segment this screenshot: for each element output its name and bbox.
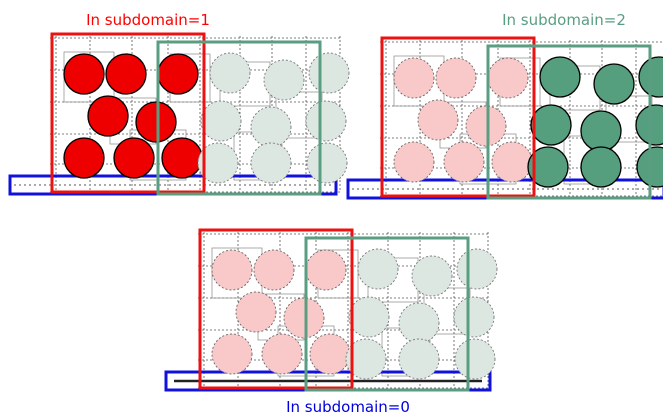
particle-red <box>435 57 477 99</box>
particle-green <box>454 338 496 380</box>
particle-green <box>580 146 622 188</box>
particle-green <box>530 104 572 146</box>
subdomain-1-box <box>198 228 354 390</box>
particle-green <box>357 248 399 290</box>
particle-red <box>105 53 147 95</box>
particle-green <box>250 142 292 184</box>
subdomain-2-box <box>486 44 652 200</box>
particle-red <box>135 101 177 143</box>
particle-green <box>305 100 347 142</box>
particle-red <box>63 137 105 179</box>
particle-red <box>161 137 203 179</box>
particle-red <box>443 141 485 183</box>
particle-green <box>306 142 348 184</box>
caption-subdomain-0: In subdomain=0 <box>286 398 410 416</box>
particle-red <box>309 333 351 375</box>
particle-red <box>211 333 253 375</box>
particle-red <box>465 105 507 147</box>
subdomain-1-box <box>380 36 536 198</box>
panel-subdomain-0 <box>164 228 498 392</box>
particle-green <box>200 100 242 142</box>
particle-red <box>393 141 435 183</box>
particle-red <box>63 53 105 95</box>
subdomain-1-box <box>50 32 206 194</box>
particle-green <box>250 106 292 148</box>
particle-red <box>283 297 325 339</box>
particle-green <box>527 146 569 188</box>
caption-subdomain-1: In subdomain=1 <box>86 11 210 29</box>
particle-red <box>87 95 129 137</box>
particle-green <box>263 59 305 101</box>
particle-green <box>398 338 440 380</box>
particle-red <box>487 57 529 99</box>
particle-red <box>417 99 459 141</box>
subdomain-2-box <box>156 40 322 196</box>
particle-red <box>393 57 435 99</box>
particle-red <box>253 249 295 291</box>
subdomain-2-box <box>304 236 470 392</box>
particle-green <box>593 63 635 105</box>
particle-green <box>197 142 239 184</box>
panel-subdomain-1 <box>8 32 350 196</box>
particle-green <box>580 110 622 152</box>
particle-red <box>211 249 253 291</box>
particle-green <box>456 248 498 290</box>
particle-green <box>411 255 453 297</box>
caption-subdomain-2: In subdomain=2 <box>502 11 626 29</box>
particle-red <box>305 249 347 291</box>
particle-green <box>453 296 495 338</box>
particle-red <box>113 137 155 179</box>
particle-green <box>348 296 390 338</box>
particle-red <box>157 53 199 95</box>
particle-red <box>235 291 277 333</box>
particle-red <box>491 141 533 183</box>
particle-green <box>345 338 387 380</box>
particle-green <box>539 56 581 98</box>
particle-red <box>261 333 303 375</box>
particle-green <box>308 52 350 94</box>
panel-subdomain-2 <box>346 36 663 200</box>
particle-green <box>398 302 440 344</box>
particle-green <box>209 52 251 94</box>
